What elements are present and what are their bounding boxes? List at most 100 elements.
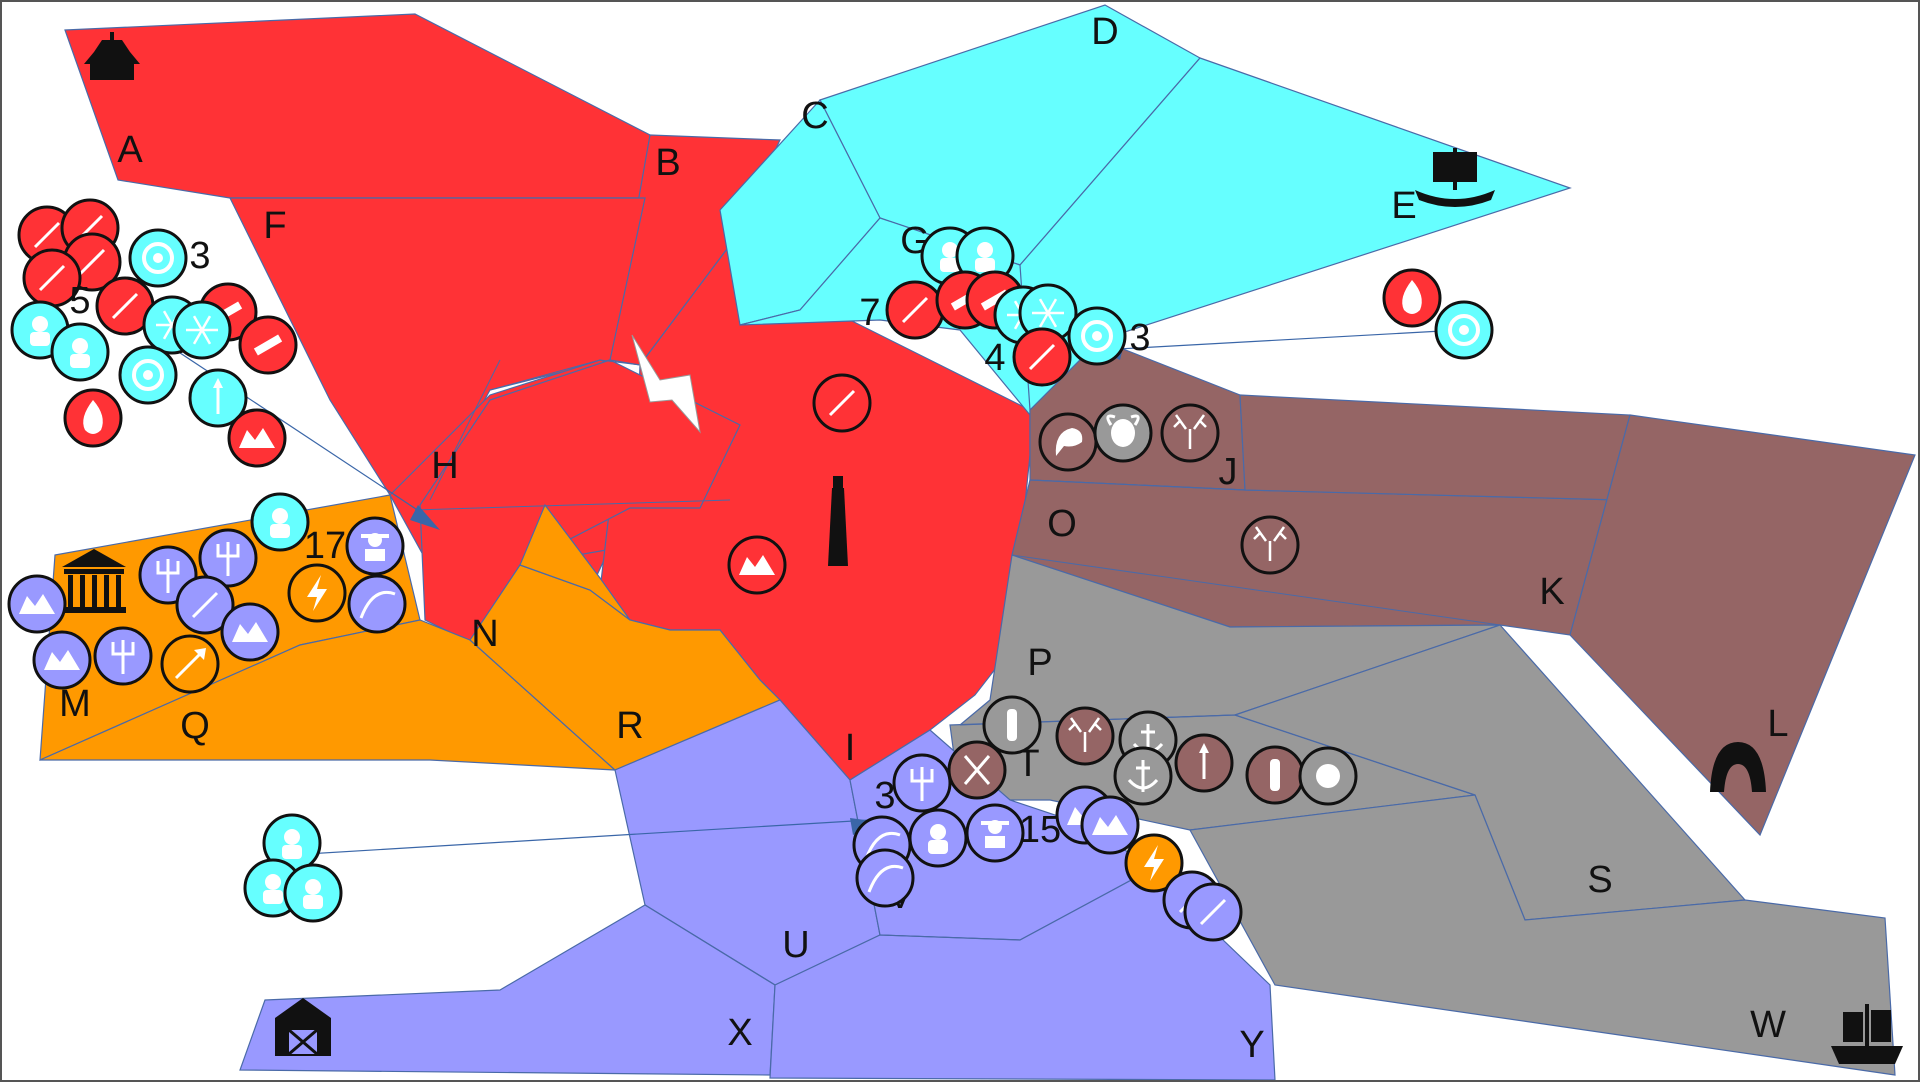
unit-token-fire[interactable] [63,388,123,448]
temple-icon [62,549,126,613]
stack-count: 17 [304,525,346,567]
unit-token-dwarf[interactable] [908,808,968,868]
unit-token-knife[interactable] [1245,745,1305,805]
territory-label-p: P [1027,642,1052,684]
unit-token-sword[interactable] [1012,327,1072,387]
unit-token-sword[interactable] [175,575,235,635]
border-line [414,499,731,511]
unit-token-lightning[interactable] [287,563,347,623]
unit-token-anchor[interactable] [1113,746,1173,806]
move-link [289,819,871,856]
border-line [489,359,641,391]
unit-token-sword[interactable] [1183,882,1243,942]
unit-token-hunter[interactable] [965,803,1025,863]
unit-token-ice-orb[interactable] [1067,306,1127,366]
territory-label-j: J [1219,451,1238,493]
unit-token-fire[interactable] [1382,268,1442,328]
stack-count: 5 [69,280,90,322]
unit-token-deer-skull[interactable] [1240,515,1300,575]
territory-label-b: B [655,142,680,184]
unit-token-scythe[interactable] [347,574,407,634]
territory-label-m: M [59,683,91,725]
territory-label-e: E [1391,185,1416,227]
territory-l[interactable] [1569,414,1916,837]
territory-label-d: D [1091,11,1118,53]
unit-token-ice-orb[interactable] [118,345,178,405]
territory-label-i: I [845,727,856,769]
unit-token-trident[interactable] [198,528,258,588]
move-link [1099,329,1461,351]
unit-token-trident[interactable] [93,626,153,686]
unit-token-lizard[interactable] [1038,412,1098,472]
territory-label-s: S [1587,859,1612,901]
stack-count: 3 [189,235,210,277]
territory-r[interactable] [519,503,631,621]
territory-label-a: A [117,129,143,171]
unit-token-rocket[interactable] [238,315,298,375]
territory-label-x: X [727,1012,752,1054]
unit-token-ice-orb[interactable] [1434,300,1494,360]
unit-token-deer-skull[interactable] [1160,403,1220,463]
territory-label-q: Q [180,705,210,747]
unit-token-spear[interactable] [1174,733,1234,793]
border-line [879,934,1021,941]
unit-token-cavalry[interactable] [32,630,92,690]
stack-count: 7 [859,292,880,334]
territory-label-f: F [263,205,286,247]
territory-label-w: W [1750,1004,1786,1046]
cave-icon [1710,742,1766,792]
unit-token-frost-giant[interactable] [50,322,110,382]
territory-w[interactable] [1189,794,1896,1076]
territory-label-t: T [1016,743,1039,785]
territory-label-h: H [431,445,458,487]
unit-token-barbarian[interactable] [262,813,322,873]
unit-token-axes[interactable] [947,740,1007,800]
white-bird-marker [631,334,701,434]
territory-label-r: R [616,705,643,747]
border-line [644,904,776,986]
unit-token-siege[interactable] [727,535,787,595]
unit-token-sword[interactable] [95,276,155,336]
border-line [1234,714,1476,796]
unit-token-cavalry[interactable] [1080,795,1140,855]
territory-label-y: Y [1239,1024,1264,1066]
unit-token-cavalry[interactable] [220,602,280,662]
unit-token-buffalo[interactable] [1093,403,1153,463]
unit-token-sword[interactable] [885,280,945,340]
unit-token-deer-skull[interactable] [1055,706,1115,766]
territory-label-l: L [1767,703,1788,745]
stack-count: 3 [874,775,895,817]
lighthouse-icon [828,476,848,566]
unit-token-snowflake[interactable] [172,300,232,360]
barn-icon [275,998,331,1056]
unit-token-ice-orb[interactable] [128,228,188,288]
unit-token-spear[interactable] [188,368,248,428]
unit-token-dwarf[interactable] [250,492,310,552]
unit-token-sword[interactable] [812,373,872,433]
stack-count: 15 [1019,809,1061,851]
stack-count: 4 [984,337,1005,379]
border-line [1029,479,1246,491]
unit-token-hunter[interactable] [345,516,405,576]
stack-count: 3 [1129,317,1150,359]
unit-token-knife[interactable] [982,695,1042,755]
pagoda-icon [84,32,140,80]
unit-token-war-drum[interactable] [1298,746,1358,806]
unit-token-cavalry[interactable] [7,574,67,634]
move-arrow [410,505,440,530]
unit-token-scythe[interactable] [855,848,915,908]
territory-a[interactable] [64,13,651,199]
viking-ship-icon [1415,148,1495,207]
territory-label-k: K [1539,571,1564,613]
border-line [1011,554,1501,626]
unit-token-lightning[interactable] [1124,833,1184,893]
unit-token-barbarian[interactable] [283,863,343,923]
territory-label-c: C [801,95,828,137]
border-line [429,359,501,501]
unit-token-siege[interactable] [227,408,287,468]
pirate-ship-icon [1831,1004,1903,1064]
unit-token-trident[interactable] [892,753,952,813]
unit-token-shovel[interactable] [160,634,220,694]
